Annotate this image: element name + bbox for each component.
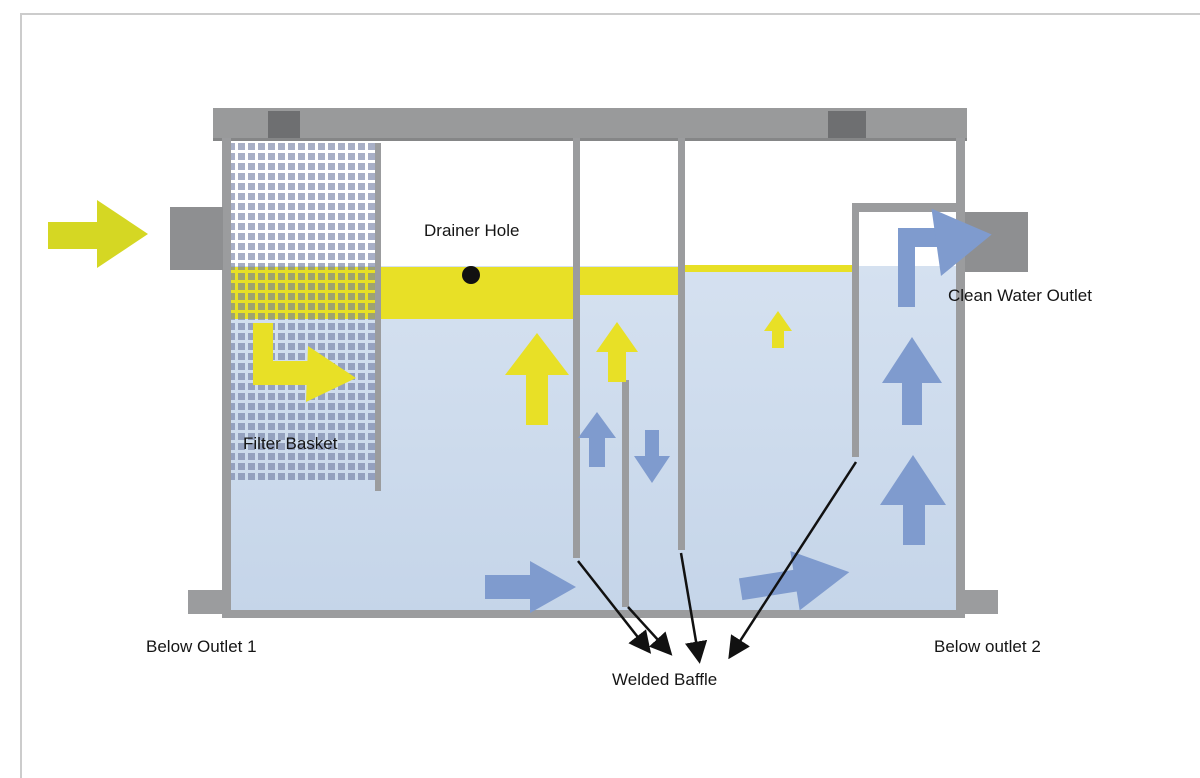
outlet-channel-upflow-arrow-1-icon [882,337,942,425]
lid-access-block-left [268,111,300,138]
welded-baffle-3 [678,138,685,550]
bottom-crossflow-arrow-2-icon [738,551,850,611]
welded-baffle-2 [622,380,629,607]
welded-baffle-label: Welded Baffle [612,670,718,689]
outlet-channel-upflow-arrow-2-icon [880,455,946,545]
filter-basket-right-wall [375,143,381,491]
clean-water-outlet-arrow-icon [898,208,992,307]
clean-water-outlet-label: Clean Water Outlet [948,286,1092,305]
outlet-channel-top [852,203,964,212]
below-outlet-2-label: Below outlet 2 [934,637,1041,656]
tank-wall-left [222,138,231,618]
inlet-flow-arrow-icon [48,200,148,268]
lid-access-block-right [828,111,866,138]
tank-wall-right [956,138,965,618]
welded-baffle-callout-1 [577,560,652,654]
drainer-hole-label: Drainer Hole [424,221,520,240]
panel-border-left [20,13,22,778]
chamber1-upflow-arrow-icon [505,333,569,425]
below-outlet-2-stub [965,590,998,614]
chamber2-sink-arrow-blue-icon [634,430,670,483]
basket-downflow-arrow-icon [253,323,356,402]
welded-baffle-callout-4 [728,461,858,660]
outlet-channel-wall [852,205,859,457]
welded-baffle-callout-2 [627,606,673,656]
welded-baffle-callout-3 [679,552,708,664]
welded-baffle-1 [573,138,580,558]
chamber2-upflow-arrow-icon [596,322,638,382]
filter-basket-label: Filter Basket [243,434,338,453]
chamber2-rise-arrow-blue-icon [578,412,616,467]
grease-layer-mid [579,267,679,295]
drainer-hole-dot [462,266,480,284]
panel-border-top [20,13,1200,15]
chamber3-upflow-arrow-small-icon [764,311,792,348]
bottom-crossflow-arrow-1-icon [485,561,576,613]
below-outlet-1-label: Below Outlet 1 [146,637,257,656]
inlet-pipe [170,207,223,270]
tank-bottom [222,610,965,618]
filter-basket-mesh [228,143,378,483]
below-outlet-1-stub [188,590,222,614]
grease-film-surface [683,265,853,272]
